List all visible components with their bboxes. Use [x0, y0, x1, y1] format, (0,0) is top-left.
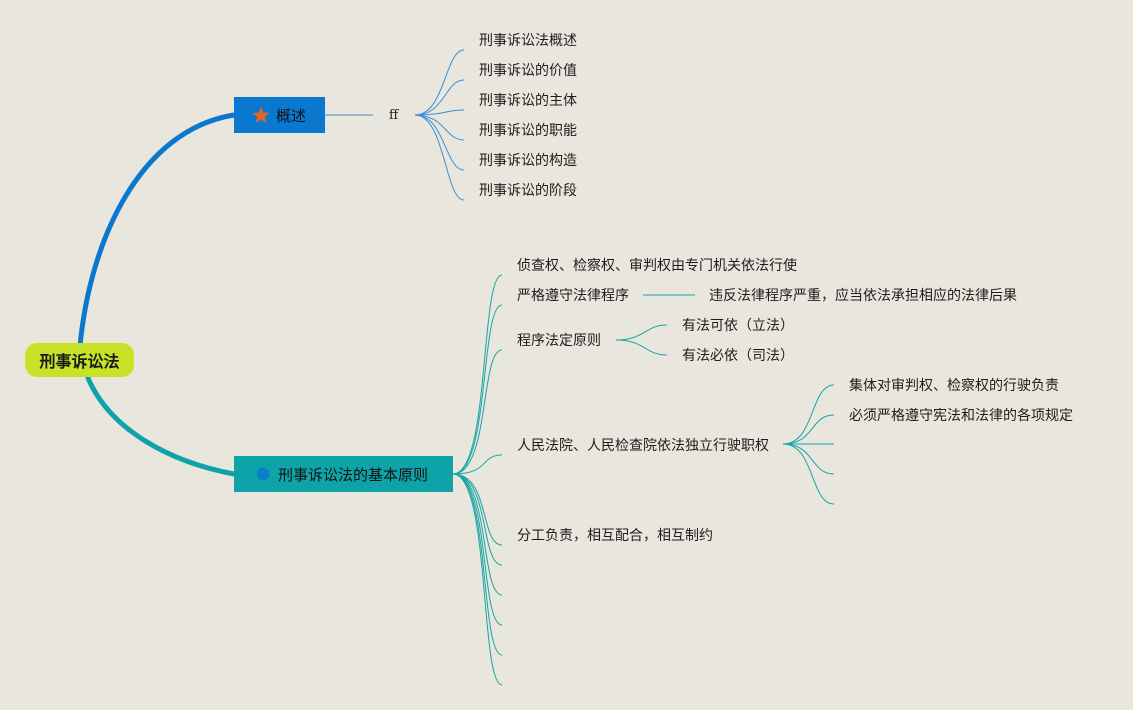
overview-item-2[interactable]: 刑事诉讼的价值: [479, 63, 577, 79]
overview-item-6[interactable]: 刑事诉讼的阶段: [479, 183, 577, 199]
principle-item-3-child-2[interactable]: 有法必依（司法）: [682, 348, 794, 364]
overview-item-1[interactable]: 刑事诉讼法概述: [479, 33, 577, 49]
link-principle-empty-2: [452, 473, 503, 596]
principle-item-2[interactable]: 严格遵守法律程序: [517, 288, 629, 304]
link-principle-4-empty-2: [782, 443, 835, 475]
branch-overview-label: 概述: [276, 106, 307, 125]
link-principle-3-child-2: [615, 339, 668, 356]
link-ff-item-5: [414, 114, 465, 171]
principle-item-3[interactable]: 程序法定原则: [517, 333, 601, 349]
link-principle-empty-1: [452, 473, 503, 566]
link-root-principles: [85, 375, 237, 477]
star-icon: [252, 106, 270, 123]
link-principle-empty-3: [452, 473, 503, 626]
overview-item-5[interactable]: 刑事诉讼的构造: [479, 153, 577, 169]
branch-principles[interactable]: 刑事诉讼法的基本原则: [234, 456, 453, 492]
link-principle-empty-4: [452, 473, 503, 656]
principle-item-4[interactable]: 人民法院、人民检查院依法独立行驶职权: [517, 438, 769, 454]
overview-item-3[interactable]: 刑事诉讼的主体: [479, 93, 577, 109]
link-principle-2: [452, 304, 503, 475]
link-root-overview: [77, 112, 237, 349]
branch-overview[interactable]: 概述: [234, 97, 325, 133]
link-principle-4-empty-3: [782, 443, 835, 505]
root-label: 刑事诉讼法: [39, 352, 120, 371]
link-ff-item-1: [414, 49, 465, 116]
principle-item-2-child-1[interactable]: 违反法律程序严重，应当依法承担相应的法律后果: [709, 288, 1017, 304]
overview-item-4[interactable]: 刑事诉讼的职能: [479, 123, 577, 139]
root-node[interactable]: 刑事诉讼法: [25, 343, 134, 377]
principle-item-3-child-1[interactable]: 有法可依（立法）: [682, 318, 794, 334]
link-ff-item-3: [414, 109, 465, 116]
principle-item-5[interactable]: 分工负责，相互配合，相互制约: [517, 528, 713, 544]
link-principle-4-child-2: [782, 414, 835, 445]
link-principle-3-child-1: [615, 324, 668, 341]
principle-item-4-child-1[interactable]: 集体对审判权、检察权的行驶负责: [849, 378, 1059, 394]
link-ff-item-2: [414, 79, 465, 116]
branch-principles-label: 刑事诉讼法的基本原则: [278, 465, 429, 484]
link-ff-item-4: [414, 114, 465, 141]
link-principle-4-child-1: [782, 384, 835, 445]
link-principle-empty-5: [452, 473, 503, 686]
principle-item-4-child-2[interactable]: 必须严格遵守宪法和法律的各项规定: [849, 408, 1073, 424]
link-ff-item-6: [414, 114, 465, 201]
link-principle-4: [452, 454, 503, 475]
circle-icon: [256, 467, 270, 481]
principle-item-1[interactable]: 侦查权、检察权、审判权由专门机关依法行使: [517, 258, 797, 274]
overview-sub-label[interactable]: ff: [389, 108, 399, 123]
link-principle-3: [452, 349, 503, 475]
link-principle-1: [452, 274, 503, 475]
